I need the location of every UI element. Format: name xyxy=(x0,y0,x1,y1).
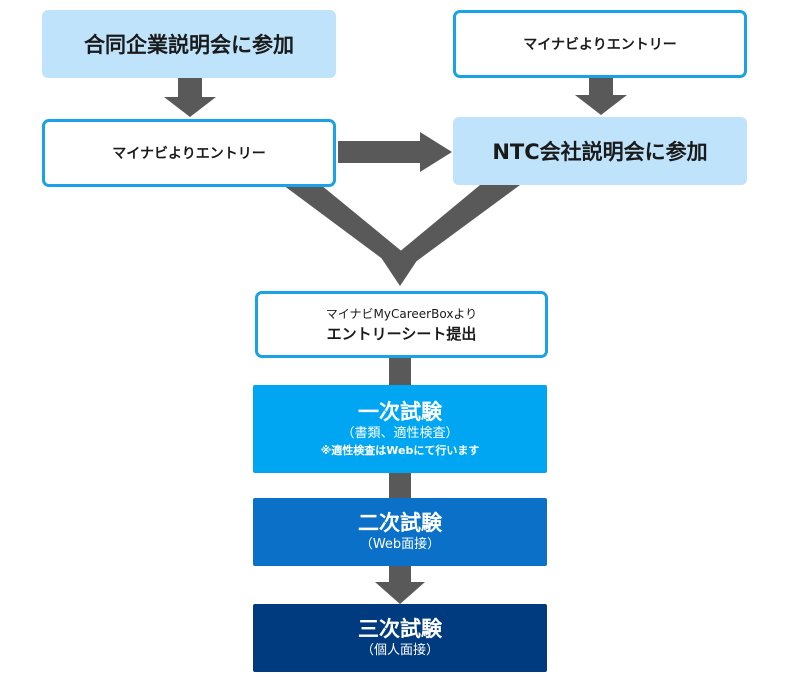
arrow-right xyxy=(338,132,452,172)
connector-2 xyxy=(389,473,411,498)
arrow-down-left xyxy=(164,78,216,117)
ntc-briefing-box: NTC会社説明会に参加 xyxy=(453,117,747,185)
merge-arrow-right-branch xyxy=(392,185,520,266)
first-exam-subtitle: （書類、適性検査） xyxy=(341,426,459,441)
entry-sheet-line2: エントリーシート提出 xyxy=(326,324,477,343)
second-exam-title: 二次試験 xyxy=(358,511,442,535)
arrow-down-right xyxy=(575,78,627,115)
entry-sheet-line1: マイナビMyCareerBoxより xyxy=(325,306,478,321)
second-exam-box: 二次試験 （Web面接） xyxy=(253,498,547,566)
ntc-briefing-label: NTC会社説明会に参加 xyxy=(492,140,708,164)
third-exam-subtitle: （個人面接） xyxy=(360,643,439,658)
mynavi-entry-label-left: マイナビよりエントリー xyxy=(112,146,266,162)
entry-sheet-box: マイナビMyCareerBoxより エントリーシート提出 xyxy=(255,291,548,358)
joint-briefing-box: 合同企業説明会に参加 xyxy=(42,10,336,78)
mynavi-entry-label-right: マイナビよりエントリー xyxy=(523,37,677,53)
merge-arrow-head xyxy=(380,256,420,286)
first-exam-note: ※適性検査はWebにて行います xyxy=(320,444,480,457)
first-exam-box: 一次試験 （書類、適性検査） ※適性検査はWebにて行います xyxy=(253,385,547,473)
second-exam-subtitle: （Web面接） xyxy=(359,537,441,552)
joint-briefing-label: 合同企業説明会に参加 xyxy=(84,33,294,57)
merge-arrow-left-branch xyxy=(283,185,410,266)
mynavi-entry-box-left: マイナビよりエントリー xyxy=(42,119,336,187)
third-exam-box: 三次試験 （個人面接） xyxy=(253,604,547,672)
connector-1 xyxy=(389,358,411,385)
first-exam-title: 一次試験 xyxy=(358,400,442,424)
mynavi-entry-box-right: マイナビよりエントリー xyxy=(453,10,747,78)
third-exam-title: 三次試験 xyxy=(358,617,442,641)
arrow-down-step3 xyxy=(375,566,425,604)
